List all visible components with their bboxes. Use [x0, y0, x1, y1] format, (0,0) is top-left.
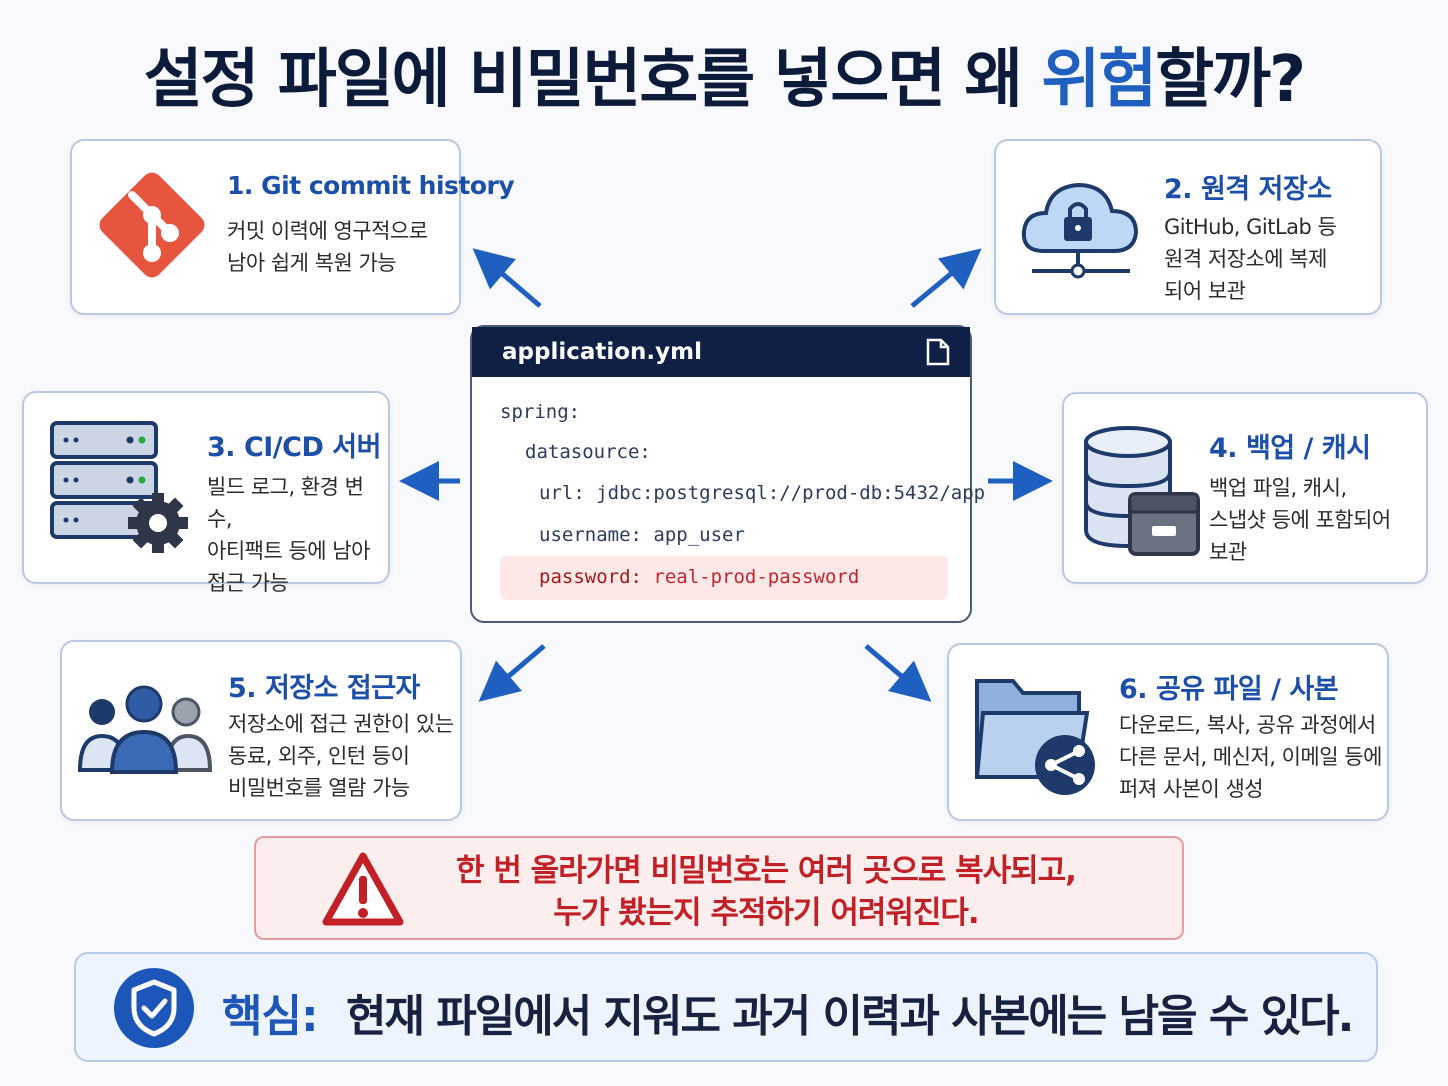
- card-remote-repo: 2. 원격 저장소 GitHub, GitLab 등 원격 저장소에 복제 되어…: [994, 139, 1382, 315]
- filename: application.yml: [502, 339, 703, 365]
- git-icon: [99, 172, 205, 278]
- code-line: datasource:: [525, 441, 651, 463]
- card-title: 6. 공유 파일 / 사본: [1119, 674, 1339, 705]
- card-title: 5. 저장소 접근자: [228, 673, 420, 704]
- card-desc: 커밋 이력에 영구적으로 남아 쉽게 복원 가능: [227, 219, 428, 275]
- key-label: 핵심:: [222, 991, 319, 1042]
- code-line: spring:: [500, 401, 581, 423]
- arrow-to-shared: [864, 644, 932, 702]
- config-file-panel: application.yml spring: datasource: url:…: [470, 325, 985, 623]
- card-repo-accessors: 5. 저장소 접근자 저장소에 접근 권한이 있는 동료, 외주, 인턴 등이 …: [60, 640, 462, 821]
- server-gear-icon: [50, 421, 188, 553]
- database-archive-icon: [1084, 426, 1200, 556]
- warning-text: 한 번 올라가면 비밀번호는 여러 곳으로 복사되고, 누가 봤는지 추적하기 …: [456, 853, 1077, 931]
- cloud-lock-icon: [1021, 182, 1139, 279]
- document-icon: [926, 338, 950, 366]
- card-title: 3. CI/CD 서버: [207, 432, 381, 463]
- card-git-history: 1. Git commit history 커밋 이력에 영구적으로 남아 쉽게…: [70, 139, 515, 315]
- page-title: 설정 파일에 비밀번호를 넣으면 왜 위험할까?: [143, 43, 1306, 117]
- arrow-to-accessors: [478, 644, 546, 702]
- folder-share-icon: [974, 679, 1095, 795]
- card-title: 1. Git commit history: [227, 171, 515, 200]
- card-shared-copies: 6. 공유 파일 / 사본 다운로드, 복사, 공유 과정에서 다른 문서, 메…: [947, 643, 1389, 821]
- key-takeaway: 핵심: 현재 파일에서 지워도 과거 이력과 사본에는 남을 수 있다.: [74, 952, 1378, 1062]
- card-title: 2. 원격 저장소: [1164, 174, 1332, 205]
- card-desc: 빌드 로그, 환경 변수, 아티팩트 등에 남아 접근 가능: [207, 475, 370, 595]
- arrow-to-remote: [910, 248, 982, 308]
- warning-icon: [322, 852, 404, 926]
- password-highlight: [500, 556, 948, 600]
- users-icon: [77, 685, 213, 774]
- arrow-to-git: [472, 248, 542, 308]
- card-title: 4. 백업 / 캐시: [1209, 433, 1371, 464]
- card-backup-cache: 4. 백업 / 캐시 백업 파일, 캐시, 스냅샷 등에 포함되어 보관: [1062, 392, 1428, 584]
- card-desc: GitHub, GitLab 등 원격 저장소에 복제 되어 보관: [1164, 215, 1337, 303]
- code-line: url: jdbc:postgresql://prod-db:5432/app: [539, 482, 986, 504]
- card-cicd-server: 3. CI/CD 서버 빌드 로그, 환경 변수, 아티팩트 등에 남아 접근 …: [22, 391, 390, 595]
- password-line: password: real-prod-password: [539, 566, 860, 588]
- title-highlight: 위험: [1041, 43, 1158, 117]
- card-desc: 백업 파일, 캐시, 스냅샷 등에 포함되어 보관: [1209, 476, 1391, 564]
- shield-check-icon: [114, 968, 194, 1048]
- warning-banner: 한 번 올라가면 비밀번호는 여러 곳으로 복사되고, 누가 봤는지 추적하기 …: [254, 836, 1184, 940]
- card-desc: 다운로드, 복사, 공유 과정에서 다른 문서, 메신저, 이메일 등에 퍼져 …: [1119, 713, 1382, 801]
- code-line: username: app_user: [539, 524, 745, 546]
- key-message: 현재 파일에서 지워도 과거 이력과 사본에는 남을 수 있다.: [346, 991, 1354, 1042]
- card-desc: 저장소에 접근 권한이 있는 동료, 외주, 인턴 등이 비밀번호를 열람 가능: [228, 712, 454, 800]
- file-header: application.yml: [472, 327, 970, 377]
